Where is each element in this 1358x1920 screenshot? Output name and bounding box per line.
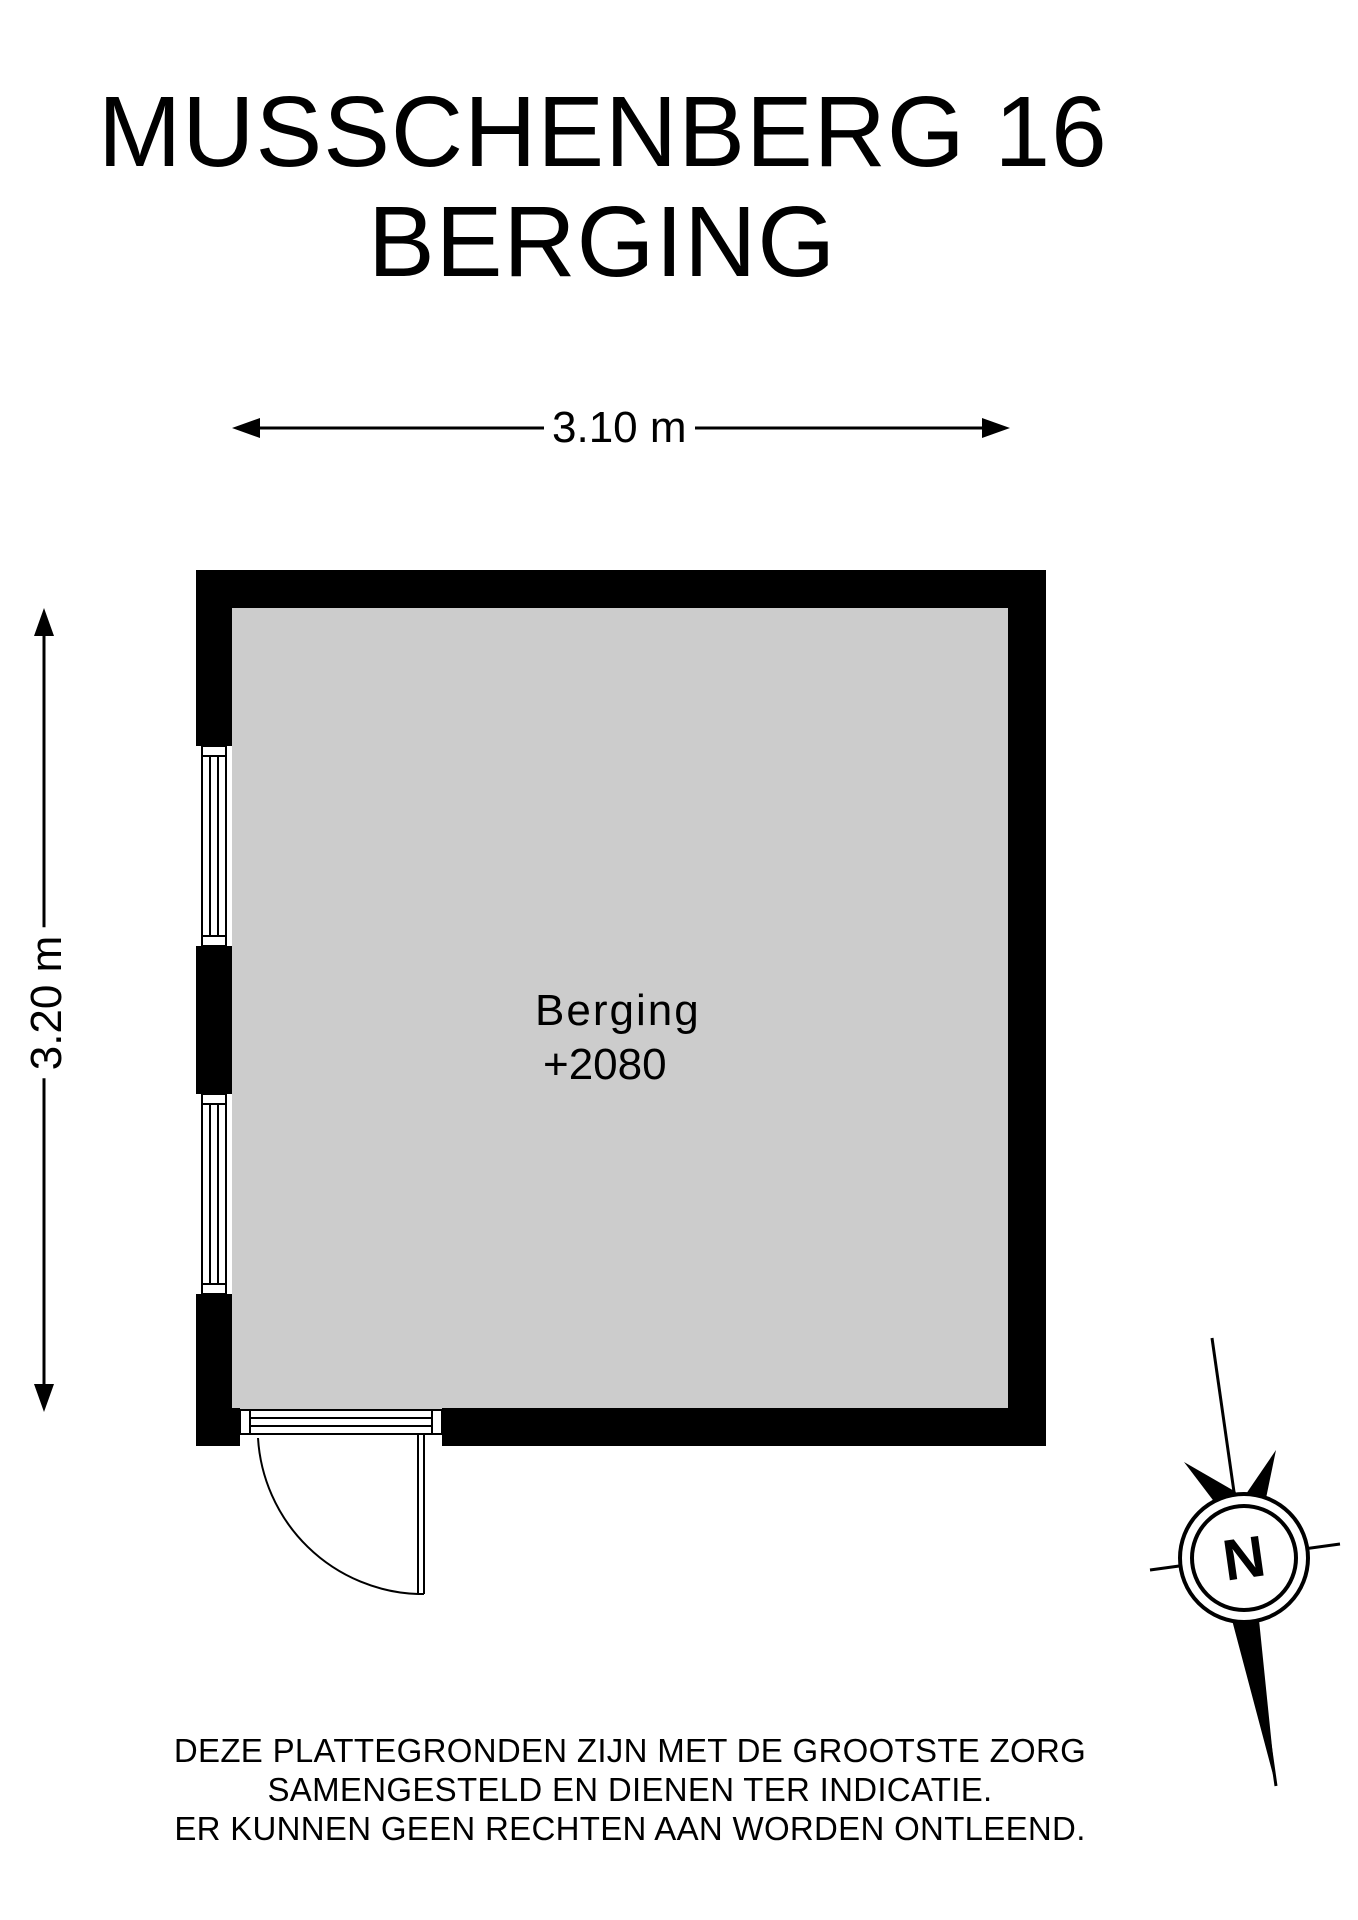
door-frame [239,1409,443,1435]
compass-rose: N [1149,1337,1341,1787]
room-level-label: +2080 [543,1040,667,1089]
walls [196,570,1046,1446]
page-title-floor: BERGING [368,186,837,298]
window-upper [201,745,227,947]
page-title-address: MUSSCHENBERG 16 [98,76,1108,188]
room-name-label: Berging [535,986,701,1035]
disclaimer-line: SAMENGESTELD EN DIENEN TER INDICATIE. [267,1771,993,1808]
room-floor [232,606,1010,1409]
disclaimer-line: ER KUNNEN GEEN RECHTEN AAN WORDEN ONTLEE… [174,1810,1086,1847]
width-dimension-label: 3.10 m [544,406,695,450]
height-dimension-label: 3.20 m [22,927,71,1079]
compass-north-letter: N [1219,1523,1270,1593]
window-lower [201,1093,227,1295]
door-swing [257,1434,425,1595]
disclaimer-line: DEZE PLATTEGRONDEN ZIJN MET DE GROOTSTE … [173,1732,1087,1769]
